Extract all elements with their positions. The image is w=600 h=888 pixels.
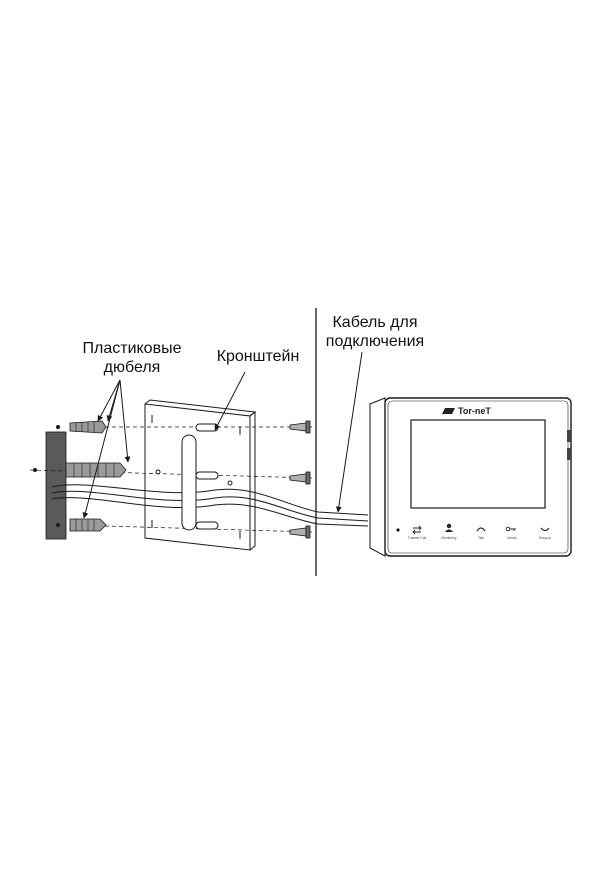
bracket-leader <box>214 371 246 431</box>
hang-up-button[interactable]: Hang up <box>539 527 551 540</box>
plastic-dowel-top <box>56 420 107 434</box>
talk-button[interactable]: Talk <box>476 527 486 540</box>
talk-icon <box>476 527 486 532</box>
alignment-guides <box>29 426 313 533</box>
label-connection-cable-line1: Кабель для <box>332 314 418 331</box>
cable-leader <box>335 351 363 513</box>
svg-text:Transfer Call: Transfer Call <box>408 536 426 540</box>
label-plastic-dowels-line1: Пластиковые <box>82 340 182 357</box>
brand-logo: Tor-neT <box>442 406 491 416</box>
label-plastic-dowels: Пластиковые дюбеля <box>70 339 194 377</box>
screw-middle <box>289 471 311 485</box>
label-plastic-dowels-line2: дюбеля <box>103 359 161 376</box>
svg-text:Hang up: Hang up <box>539 536 551 540</box>
transfer-call-icon <box>412 525 422 535</box>
monitor-screen <box>410 419 546 509</box>
svg-text:Talk: Talk <box>478 536 484 540</box>
plastic-dowel-bottom <box>56 518 107 532</box>
hang-up-icon <box>540 527 550 532</box>
label-connection-cable: Кабель для подключения <box>312 313 438 351</box>
screw-top <box>289 420 311 434</box>
label-connection-cable-line2: подключения <box>325 333 425 350</box>
unlock-button[interactable]: Unlock <box>505 526 517 540</box>
mounting-bracket <box>144 399 257 551</box>
intercom-monitor: Tor-neT Transfer Call Monitoring Talk <box>369 397 572 557</box>
monitoring-icon <box>445 523 453 532</box>
screw-bottom <box>289 525 311 539</box>
monitoring-button[interactable]: Monitoring <box>442 523 457 540</box>
plastic-dowel-middle <box>33 462 127 478</box>
svg-text:Unlock: Unlock <box>507 536 517 540</box>
svg-text:Monitoring: Monitoring <box>442 536 457 540</box>
dowels-leaders <box>82 379 131 519</box>
unlock-icon <box>505 526 516 532</box>
svg-text:Tor-neT: Tor-neT <box>458 406 491 416</box>
label-bracket: Кронштейн <box>216 348 300 365</box>
transfer-call-button[interactable]: Transfer Call <box>408 525 426 540</box>
